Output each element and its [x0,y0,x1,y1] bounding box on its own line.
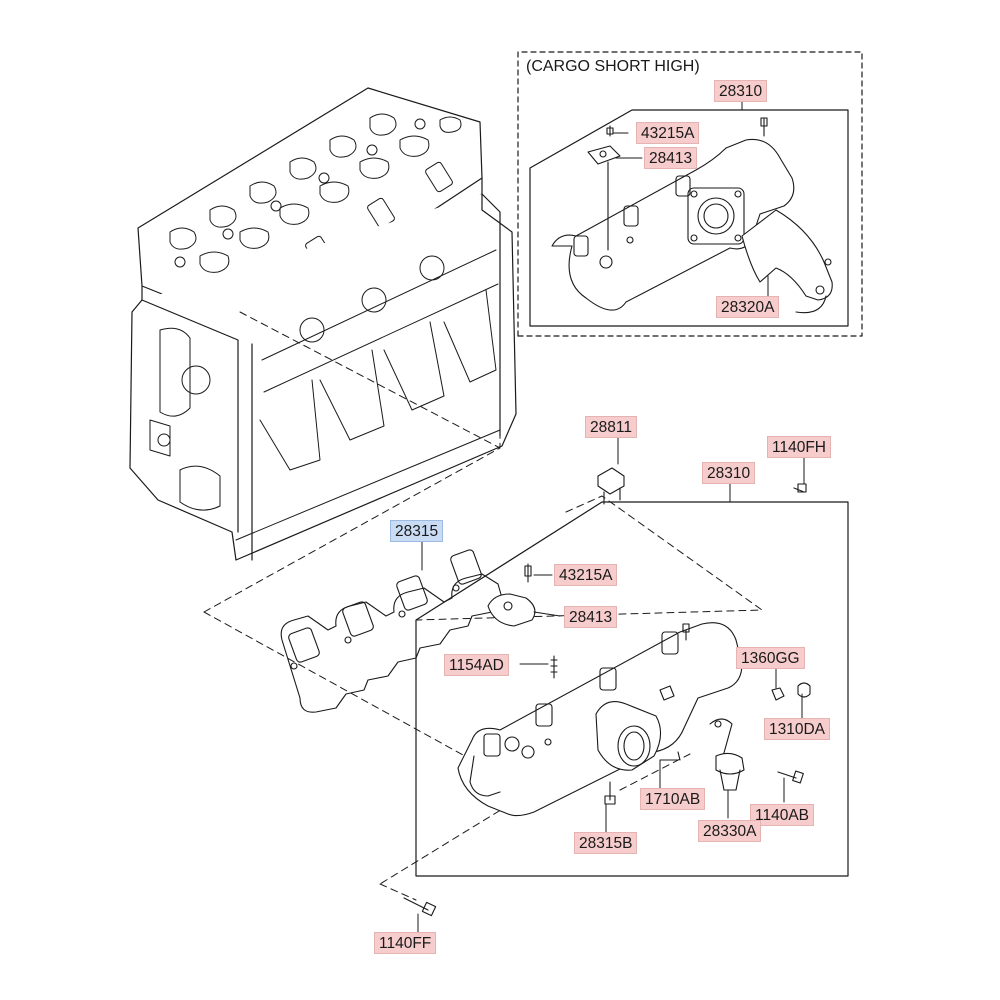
part-label-1360gg[interactable]: 1360GG [736,647,805,669]
part-label-1154ad[interactable]: 1154AD [444,654,509,676]
part-label-1710ab[interactable]: 1710AB [640,788,706,810]
inset-caption: (CARGO SHORT HIGH) [526,58,700,75]
part-label-28811[interactable]: 28811 [585,416,637,438]
inset-box [517,51,863,337]
part-label-43215a-main[interactable]: 43215A [554,564,618,586]
part-label-1310da[interactable]: 1310DA [764,718,831,740]
engine-block-drawing [129,87,517,561]
leader-lines [417,101,805,933]
part-label-1140fh[interactable]: 1140FH [767,436,831,458]
main-box [415,501,849,877]
part-label-28320a[interactable]: 28320A [716,296,780,318]
part-label-28330a[interactable]: 28330A [698,820,762,842]
part-label-1140ab[interactable]: 1140AB [750,804,815,826]
part-label-43215a-inset[interactable]: 43215A [636,122,700,144]
part-label-28315[interactable]: 28315 [390,520,444,542]
part-label-28413-inset[interactable]: 28413 [644,147,698,169]
part-label-28315b[interactable]: 28315B [574,832,638,854]
part-label-28413-main[interactable]: 28413 [564,606,618,628]
gasket-drawing [280,549,503,713]
exhaust-manifold-drawing [403,467,811,917]
part-label-28310-main[interactable]: 28310 [702,462,756,484]
part-label-28310-inset[interactable]: 28310 [714,80,768,102]
part-label-1140ff[interactable]: 1140FF [374,932,437,954]
